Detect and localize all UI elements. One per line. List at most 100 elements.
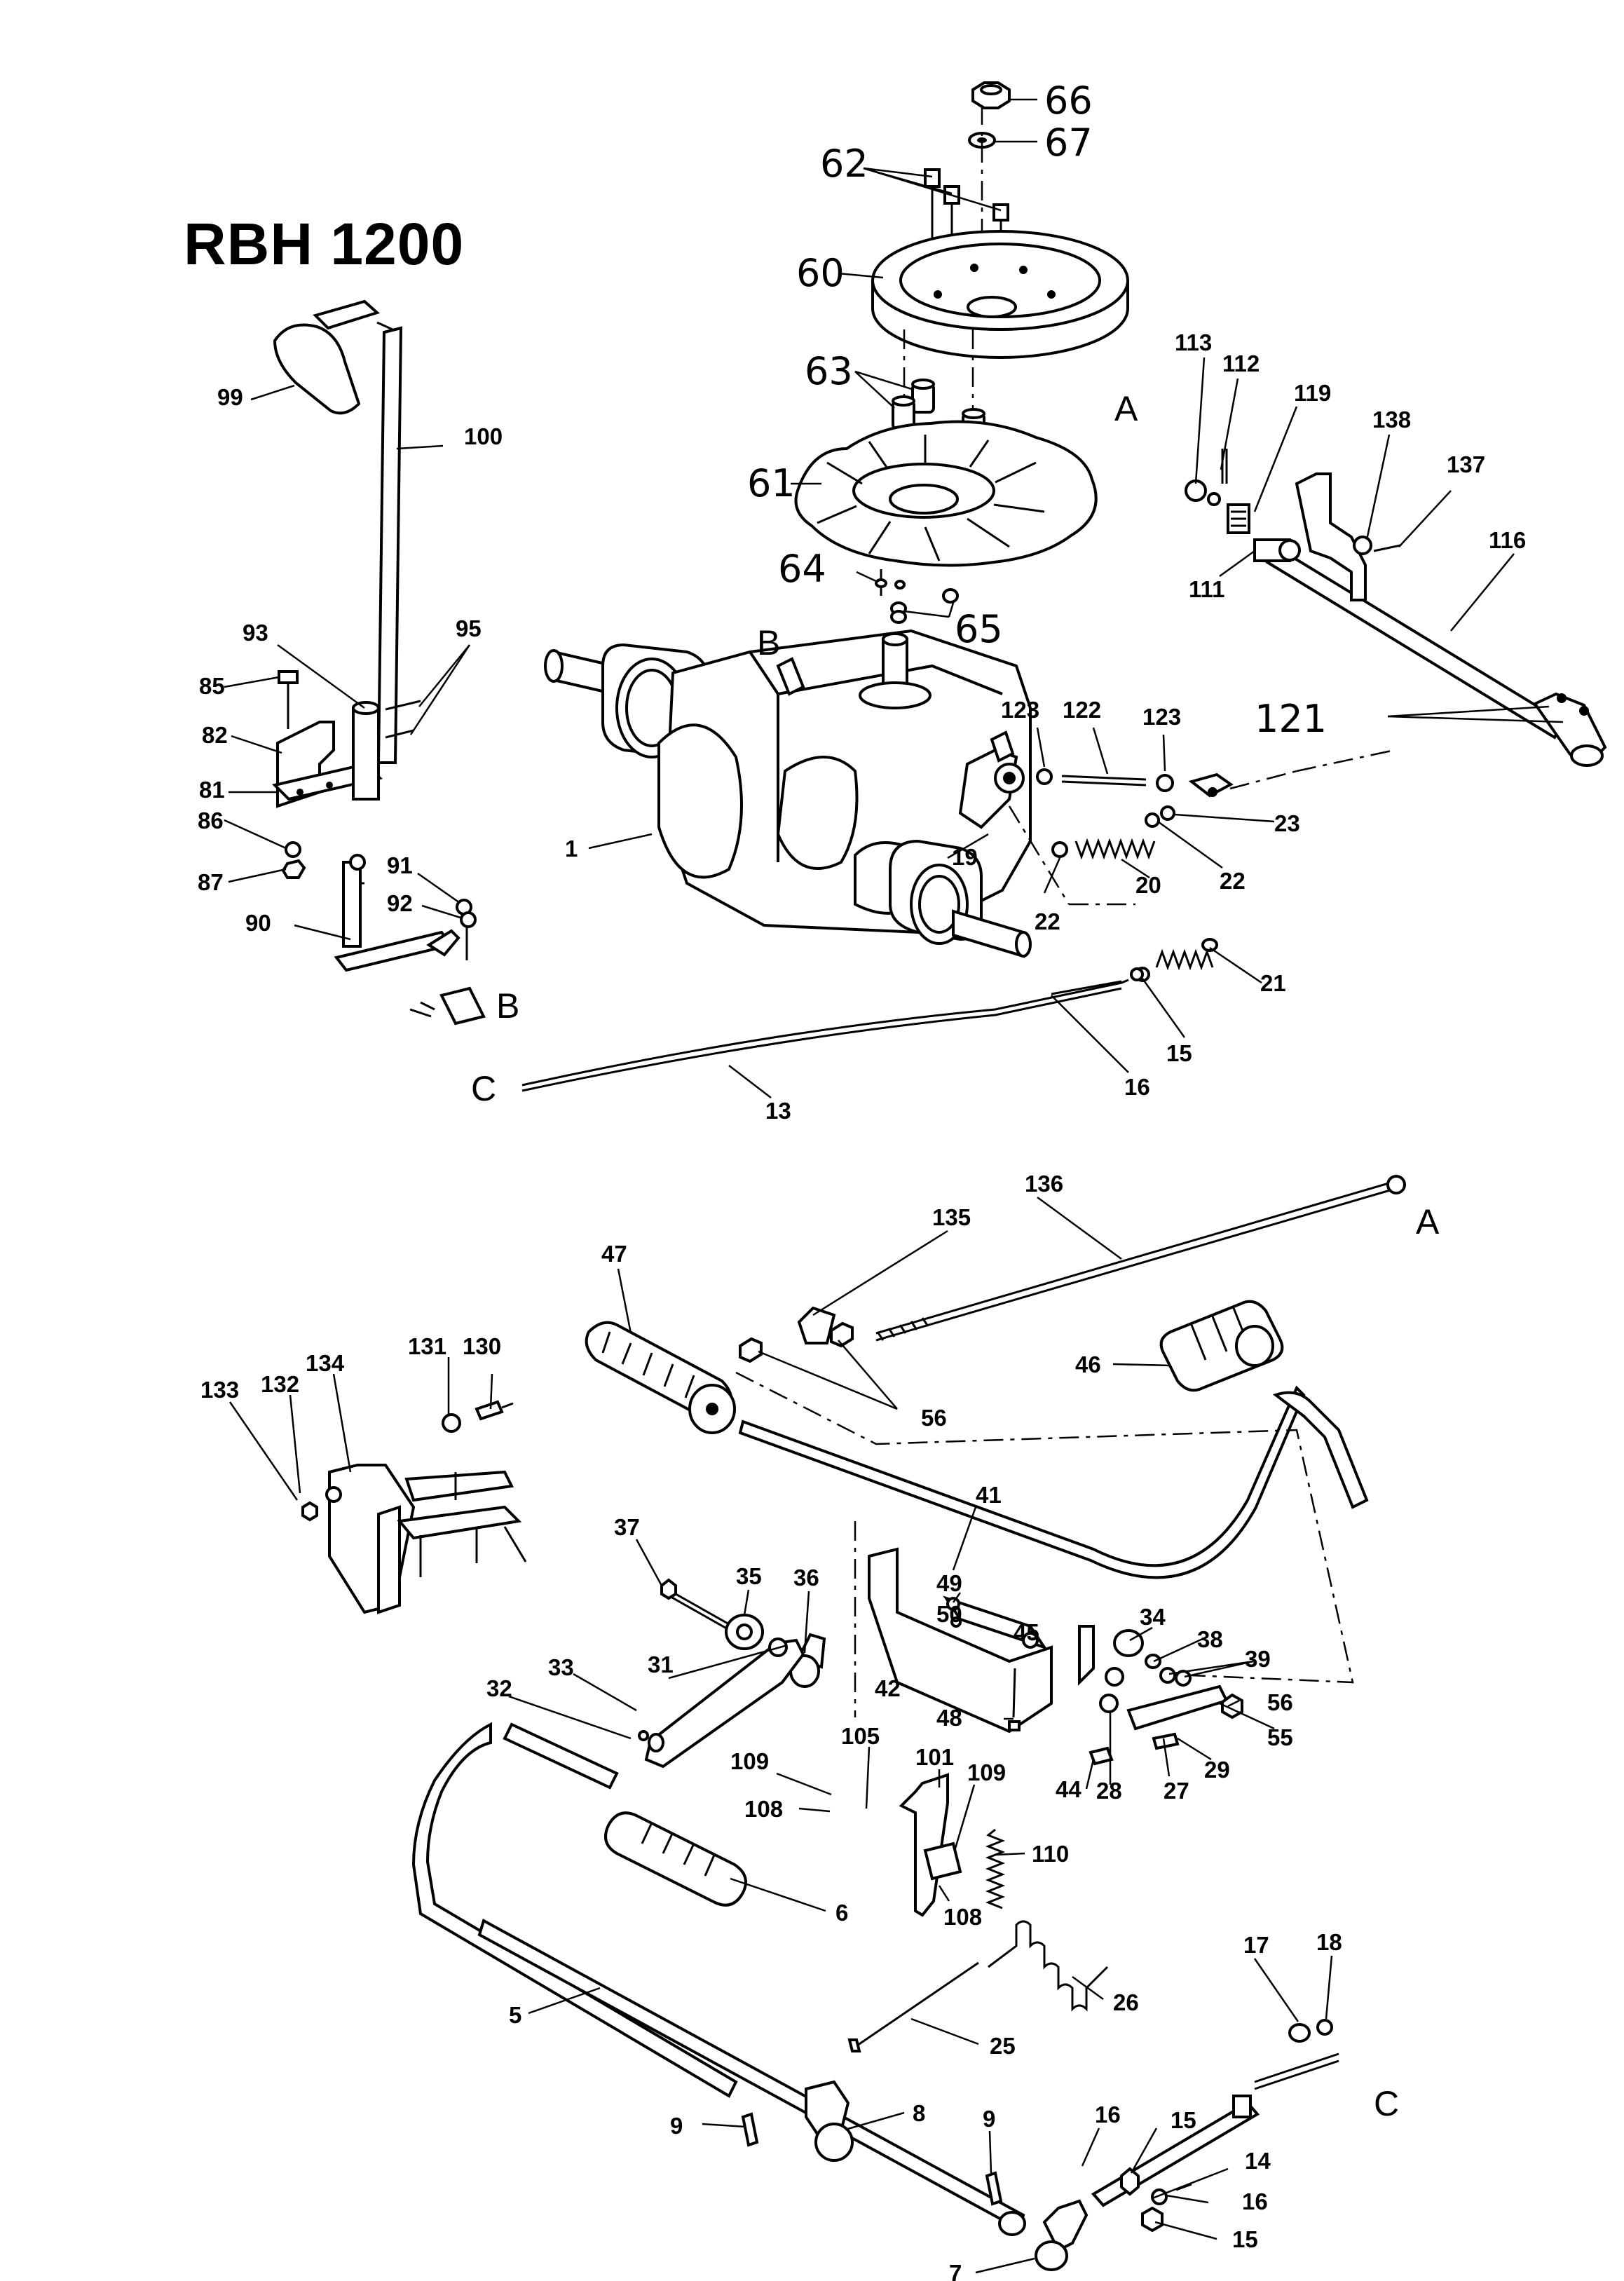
callout-109-left: 109 (730, 1748, 769, 1774)
callout-48: 48 (936, 1705, 962, 1731)
callout-15-top: 15 (1166, 1040, 1192, 1066)
callout-64: 64 (778, 547, 826, 591)
callout-101: 101 (915, 1744, 954, 1770)
callout-66: 66 (1044, 79, 1093, 123)
callout-8: 8 (913, 2100, 925, 2126)
callout-91: 91 (387, 852, 413, 878)
callout-116: 116 (1489, 527, 1526, 553)
callout-16-mid: 16 (1095, 2102, 1121, 2127)
callout-1: 1 (565, 836, 578, 862)
callout-136: 136 (1025, 1171, 1063, 1197)
callout-labels: 66 67 62 60 63 61 64 65 121 99 100 93 95… (198, 79, 1526, 2281)
callout-132: 132 (261, 1371, 299, 1397)
callout-65: 65 (955, 607, 1003, 651)
callout-41: 41 (976, 1482, 1002, 1508)
callout-95: 95 (456, 615, 482, 641)
callout-92: 92 (387, 890, 413, 916)
callout-9-right: 9 (983, 2106, 995, 2132)
callout-87: 87 (198, 869, 224, 895)
callout-86: 86 (198, 808, 224, 833)
spring-21 (1135, 938, 1218, 982)
callout-81: 81 (199, 777, 225, 803)
connector-c-left: C (471, 1069, 496, 1108)
callout-119: 119 (1294, 380, 1331, 406)
callout-49: 49 (936, 1570, 962, 1596)
callout-14: 14 (1245, 2148, 1271, 2174)
callout-46: 46 (1075, 1351, 1101, 1377)
callout-62: 62 (820, 142, 868, 186)
callout-131: 131 (408, 1333, 446, 1359)
callout-134: 134 (306, 1350, 345, 1376)
callout-90: 90 (245, 910, 271, 936)
callout-42: 42 (875, 1675, 901, 1701)
connector-a-top: A (1114, 389, 1138, 428)
callout-6: 6 (835, 1900, 848, 1926)
connector-b-left: B (496, 986, 519, 1026)
callout-18: 18 (1316, 1929, 1342, 1955)
callout-108-right: 108 (943, 1904, 982, 1930)
callout-55: 55 (1267, 1724, 1293, 1750)
linkage-springs (1008, 749, 1396, 982)
spring-20 (1051, 805, 1175, 860)
callout-16-bottom: 16 (1242, 2188, 1268, 2214)
callout-22-left: 22 (1035, 908, 1060, 934)
callout-60: 60 (796, 251, 845, 295)
callout-15-bottom: 15 (1232, 2226, 1258, 2252)
callout-121: 121 (1255, 697, 1327, 741)
callout-133: 133 (200, 1377, 239, 1403)
callout-123-left: 123 (1001, 697, 1039, 723)
callout-22-right: 22 (1220, 868, 1246, 894)
callout-15-mid: 15 (1171, 2107, 1196, 2133)
pulley-60 (871, 230, 1129, 359)
callout-37: 37 (614, 1514, 640, 1540)
callout-9-left: 9 (670, 2113, 683, 2139)
callout-67: 67 (1044, 121, 1093, 165)
callout-5: 5 (509, 2002, 521, 2028)
callout-82: 82 (202, 722, 228, 748)
callout-13: 13 (765, 1098, 791, 1124)
callout-123-right: 123 (1142, 704, 1181, 730)
callout-31: 31 (648, 1652, 674, 1677)
callout-105: 105 (841, 1723, 880, 1749)
callout-61: 61 (747, 461, 796, 505)
callout-56-bottom: 56 (1267, 1689, 1293, 1715)
callout-45: 45 (1014, 1619, 1039, 1645)
callout-108-left: 108 (744, 1796, 783, 1822)
bracket-134 (301, 1400, 527, 1614)
connector-a-right: A (1416, 1202, 1440, 1241)
callout-135: 135 (932, 1204, 971, 1230)
callout-85: 85 (199, 673, 225, 699)
pedal-bar-41 (585, 1175, 1406, 1717)
shift-lever (272, 299, 486, 1026)
callout-29: 29 (1204, 1757, 1230, 1783)
rod-13 (521, 967, 1144, 1092)
callout-63: 63 (805, 349, 853, 393)
center-linkage (638, 1547, 1243, 1769)
callout-26: 26 (1113, 1989, 1139, 2015)
callout-109-right: 109 (967, 1759, 1006, 1785)
callout-7: 7 (949, 2260, 962, 2281)
callout-32: 32 (486, 1675, 512, 1701)
callout-100: 100 (464, 423, 503, 449)
callout-36: 36 (793, 1565, 819, 1591)
callout-130: 130 (463, 1333, 501, 1359)
callout-112: 112 (1222, 350, 1260, 376)
lever-116 (1185, 449, 1607, 767)
callout-138: 138 (1372, 407, 1411, 433)
connector-b-top: B (757, 623, 780, 662)
callout-19: 19 (952, 844, 978, 870)
callout-23: 23 (1274, 810, 1300, 836)
transaxle-1 (544, 629, 1032, 958)
lower-pedal-assembly (411, 1722, 1339, 2271)
callout-33: 33 (548, 1654, 574, 1680)
knob-99 (273, 323, 361, 415)
callout-38: 38 (1197, 1626, 1223, 1652)
pulley-assembly (794, 81, 1129, 624)
callout-17: 17 (1243, 1932, 1269, 1958)
callout-34: 34 (1140, 1604, 1166, 1630)
callout-27: 27 (1164, 1778, 1189, 1804)
callout-25: 25 (990, 2033, 1016, 2059)
callout-28: 28 (1096, 1778, 1122, 1804)
callout-21: 21 (1260, 970, 1286, 996)
